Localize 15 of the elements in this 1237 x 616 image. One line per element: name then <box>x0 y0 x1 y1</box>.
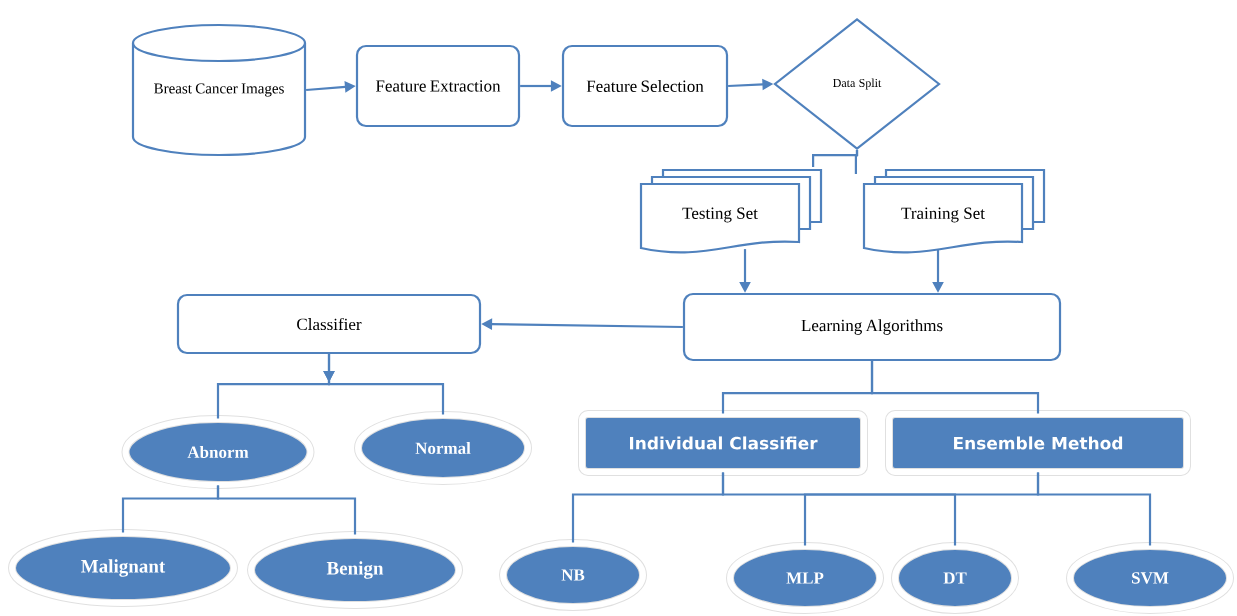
connector-line <box>721 472 957 546</box>
database-cylinder: Breast Cancer Images <box>131 23 307 157</box>
document-stack: Training Set <box>862 168 1046 254</box>
process-box: Feature Selection <box>561 44 729 128</box>
process-box: Learning Algorithms <box>682 292 1062 362</box>
arrow <box>323 354 445 415</box>
process-box: Feature Extraction <box>355 44 521 128</box>
method-box: Ensemble Method <box>885 410 1191 476</box>
connector-line <box>216 485 357 535</box>
connector-line <box>870 361 1040 414</box>
connector-line <box>854 150 859 174</box>
document-stack: Testing Set <box>639 168 823 254</box>
method-box: Individual Classifier <box>578 410 868 476</box>
process-box: Classifier <box>176 293 482 355</box>
connector-line <box>1036 472 1152 546</box>
